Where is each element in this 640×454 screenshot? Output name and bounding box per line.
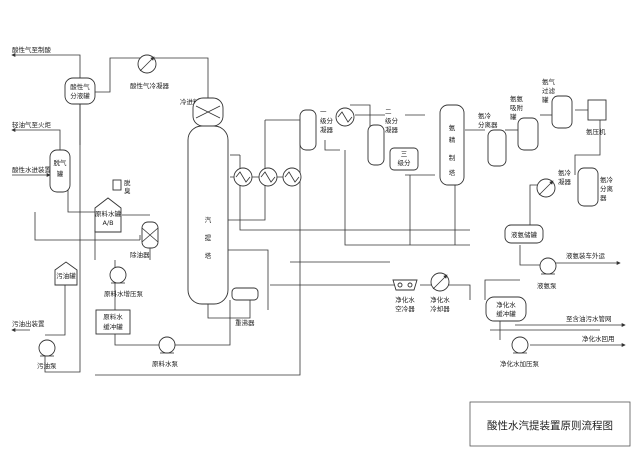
- second-stage-separator: 二 级分 凝器: [367, 108, 399, 166]
- ammonia-absorber: 氨氨 吸附 罐: [510, 94, 539, 151]
- sep3-label-1: 三: [401, 150, 408, 158]
- raw-water-pump: 原料水泵: [152, 336, 179, 368]
- ammonia-column-label-3: 制: [449, 153, 456, 162]
- raw-water-buffer-label-2: 缓冲罐: [103, 322, 123, 331]
- ammonia-filter-label-1: 氨气: [542, 77, 556, 86]
- acid-gas-cooler-label: 酸性气冷凝器: [130, 81, 170, 90]
- raw-water-pump-label: 原料水泵: [152, 359, 179, 368]
- purified-water-cooler-label-1: 净化水: [430, 295, 450, 304]
- light-oil-to-flare-label: 轻油气至火炬: [12, 120, 52, 129]
- purified-pump-label: 净化水加压泵: [500, 359, 540, 368]
- sep1-label-3: 凝器: [320, 125, 334, 134]
- purified-water-pump: 净化水加压泵: [500, 336, 540, 368]
- diagram-title: 酸性水汽提装置原则流程图: [487, 419, 613, 432]
- ammonia-oil-sep-label-2: 分离: [600, 184, 614, 193]
- purified-water-cooler-label-2: 冷却器: [430, 304, 450, 313]
- oil-remover: 除油器: [130, 221, 159, 259]
- stripper-label-3: 塔: [205, 251, 212, 260]
- raw-water-buffer: 原料水 缓冲罐: [95, 309, 131, 335]
- liquid-ammonia-truck-label: 液氨装车外运: [566, 251, 606, 260]
- ammonia-condenser-label-2: 凝器: [558, 177, 572, 186]
- ammonia-column-label-1: 氨: [449, 123, 456, 132]
- acid-gas-knockout-drum: 酸性气 分液罐: [64, 77, 96, 105]
- ammonia-oil-sep-label-1: 氨冷: [600, 175, 614, 184]
- stripper-label-2: 提: [205, 233, 212, 242]
- feed-heat-exchangers: [233, 167, 302, 187]
- purified-water-buffer: 净化水 缓冲罐: [485, 296, 527, 322]
- acid-gas-knockout-label-2: 分液罐: [70, 91, 90, 100]
- ammonia-compressor-label: 氨压机: [586, 127, 606, 136]
- ammonia-condenser: 氨冷 凝器: [536, 168, 572, 198]
- ammonia-absorber-label-1: 氨氨: [510, 94, 524, 103]
- ammonia-filter: 氨气 过滤 罐: [542, 77, 573, 129]
- process-piping: [11, 53, 626, 376]
- reboiler: 重沸器: [231, 287, 259, 327]
- degas-tank-label-2: 罐: [57, 169, 64, 178]
- ammonia-refining-column: 氨 精 制 塔: [439, 104, 465, 186]
- ammonia-filter-label-3: 罐: [542, 95, 549, 104]
- purified-buffer-label-1: 净化水: [496, 300, 516, 309]
- sep1-label-2: 级分: [320, 116, 334, 125]
- degas-tank-label-1: 脱气: [54, 158, 68, 167]
- sep2-label-3: 凝器: [385, 125, 399, 134]
- purified-reuse-label: 净化水回用: [582, 334, 615, 343]
- purified-water-cooler: 净化水 冷却器: [430, 272, 450, 313]
- third-stage-separator: 三 级分: [389, 147, 419, 171]
- purified-air-cooler-label-2: 空冷器: [395, 304, 415, 313]
- sump-out-label: 污油出装置: [12, 319, 45, 328]
- raw-water-tank: 原料水罐 A/B: [94, 197, 122, 233]
- ammonia-column-label-2: 精: [449, 135, 456, 144]
- degas-tank: 脱气 罐: [49, 149, 71, 193]
- sump-tank: 污油罐: [54, 261, 78, 286]
- raw-water-tank-label-2: A/B: [102, 219, 113, 227]
- ammonia-absorber-label-2: 吸附: [510, 103, 524, 112]
- sep2-label-2: 级分: [385, 116, 399, 125]
- acid-gas-knockout-label-1: 酸性气: [70, 82, 90, 91]
- deodor-unit: 脱 臭: [112, 178, 131, 195]
- ammonia-separator-label-2: 分离器: [478, 120, 498, 129]
- raw-water-booster-pump: 原料水增压泵: [104, 266, 144, 298]
- title-block: 酸性水汽提装置原则流程图: [469, 401, 631, 447]
- to-sewage-label: 至含油污水管网: [566, 314, 612, 323]
- deodor-label-1: 脱: [124, 178, 131, 187]
- ammonia-oil-separator: 氨冷 分离 器: [577, 167, 614, 207]
- sump-tank-label: 污油罐: [56, 271, 76, 280]
- sep2-label-1: 二: [385, 108, 392, 116]
- ammonia-filter-label-2: 过滤: [542, 86, 556, 95]
- sump-pump: 污油泵: [37, 339, 57, 370]
- liquid-ammonia-pump: 液氨泵: [537, 257, 557, 290]
- stripper-column: 汽 提 塔: [187, 97, 229, 305]
- sump-pump-label: 污油泵: [37, 361, 57, 370]
- raw-water-buffer-label-1: 原料水: [103, 312, 123, 321]
- cold-feed-label: 冷进料: [180, 97, 200, 106]
- liquid-ammonia-pump-label: 液氨泵: [537, 281, 557, 290]
- ammonia-separator-label-1: 氨冷: [478, 111, 492, 120]
- purified-water-air-cooler: 净化水 空冷器: [392, 279, 418, 313]
- oil-remover-label: 除油器: [130, 250, 150, 259]
- raw-water-booster-label: 原料水增压泵: [104, 289, 144, 298]
- ammonia-separator: 氨冷 分离器: [478, 111, 507, 167]
- sep3-label-2: 级分: [398, 158, 412, 167]
- ammonia-condenser-label-1: 氨冷: [558, 168, 572, 177]
- reboiler-label: 重沸器: [235, 318, 255, 327]
- first-stage-condenser: [335, 107, 355, 127]
- acid-gas-cooler: 酸性气冷凝器: [130, 54, 170, 90]
- ammonia-compressor: 氨压机: [586, 99, 607, 136]
- first-stage-separator: 一 级分 凝器: [299, 108, 334, 151]
- purified-air-cooler-label-1: 净化水: [395, 295, 415, 304]
- ammonia-column-label-4: 塔: [449, 168, 456, 177]
- raw-water-tank-label-1: 原料水罐: [95, 209, 122, 218]
- ammonia-oil-sep-label-3: 器: [600, 194, 607, 202]
- acid-water-in-label: 酸性水进装置: [12, 165, 52, 174]
- liquid-ammonia-tank: 液氨储罐: [504, 224, 544, 244]
- deodor-label-2: 臭: [124, 186, 131, 195]
- sep1-label-1: 一: [320, 108, 327, 116]
- acid-gas-to-plant-label: 酸性气至制酸: [12, 45, 52, 54]
- liquid-ammonia-tank-label: 液氨储罐: [511, 230, 538, 239]
- stripper-label-1: 汽: [205, 215, 212, 224]
- ammonia-absorber-label-3: 罐: [510, 112, 517, 121]
- purified-buffer-label-2: 缓冲罐: [496, 309, 516, 318]
